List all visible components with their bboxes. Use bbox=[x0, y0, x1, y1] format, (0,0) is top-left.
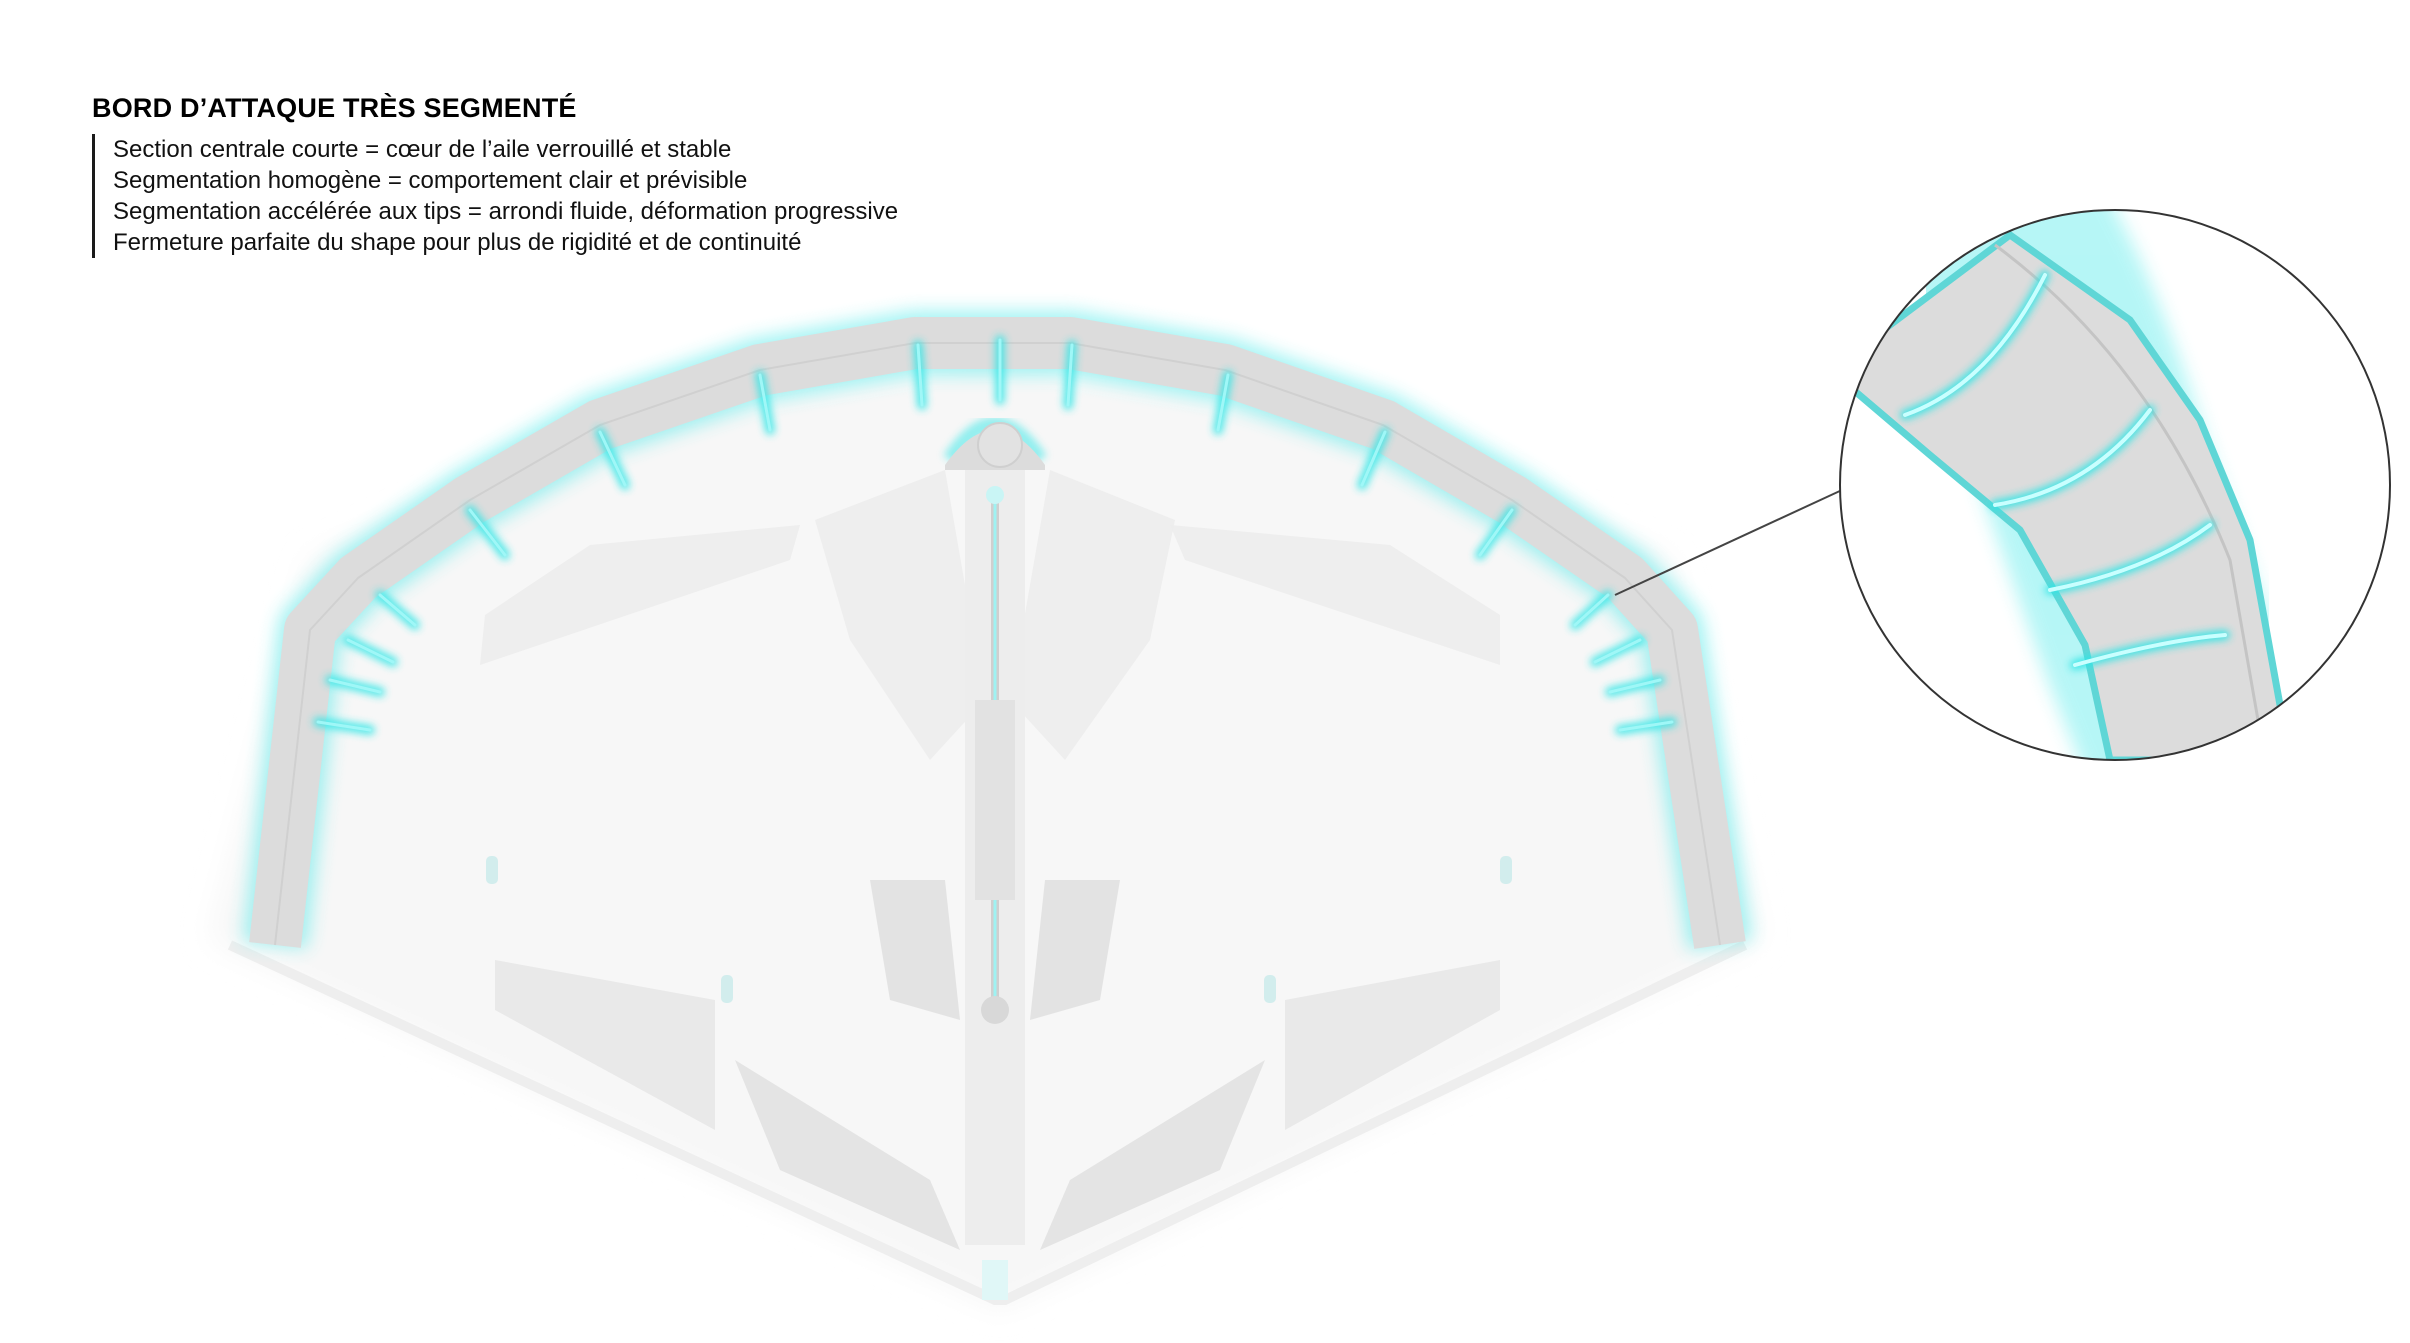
zoom-detail bbox=[1839, 209, 2391, 761]
center-hub bbox=[943, 417, 1047, 470]
canopy-panels bbox=[480, 470, 1500, 1250]
heading: BORD D’ATTAQUE TRÈS SEGMENTÉ bbox=[92, 93, 577, 123]
center-strut bbox=[952, 317, 1038, 1300]
valve-markers bbox=[486, 856, 1512, 1003]
zoom-circle-outline bbox=[1839, 209, 2391, 761]
caption-block: BORD D’ATTAQUE TRÈS SEGMENTÉ Section cen… bbox=[92, 93, 1192, 258]
bullet-item: Segmentation accélérée aux tips = arrond… bbox=[113, 198, 899, 225]
segment-seams bbox=[313, 335, 1677, 735]
callout-leader-line bbox=[1614, 489, 1843, 596]
bullet-item: Segmentation homogène = comportement cla… bbox=[113, 167, 748, 194]
bullet-item: Fermeture parfaite du shape pour plus de… bbox=[113, 229, 802, 256]
bullet-list: Section centrale courte = cœur de l’aile… bbox=[92, 134, 1192, 258]
bullet-item: Section centrale courte = cœur de l’aile… bbox=[113, 136, 732, 163]
